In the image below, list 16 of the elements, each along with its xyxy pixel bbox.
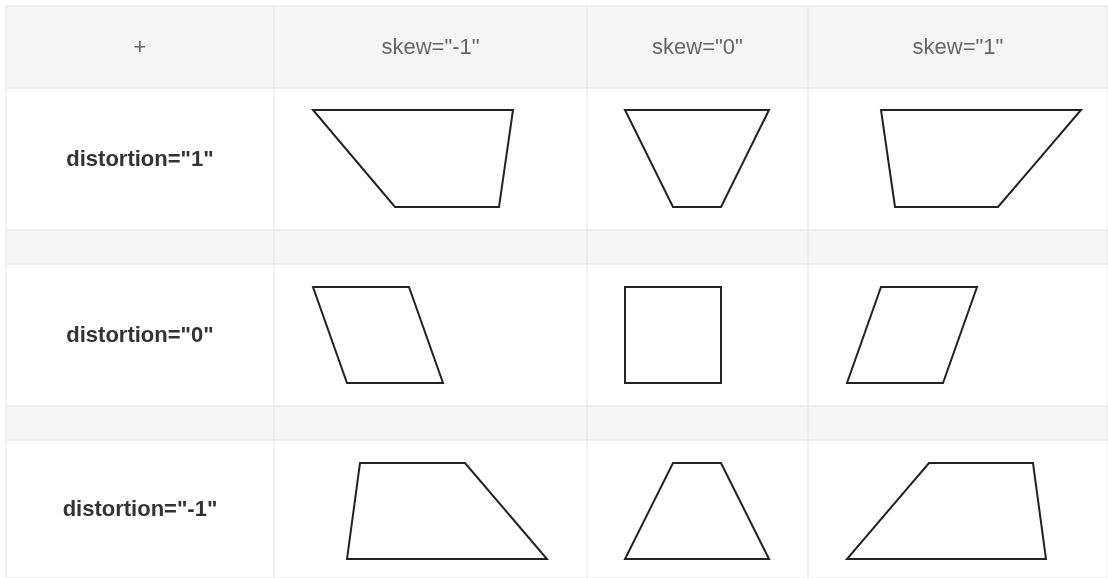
column-header: skew="0" xyxy=(652,34,743,60)
parallelogram-shape xyxy=(311,286,445,384)
trapezoid-shape xyxy=(623,462,771,560)
trapezoid-shape xyxy=(310,109,515,208)
trapezoid-shape xyxy=(345,462,550,560)
column-header: skew="-1" xyxy=(381,34,480,60)
trapezoid-shape xyxy=(879,109,1084,208)
corner-mark: + xyxy=(133,34,147,60)
parallelogram-shape xyxy=(845,286,979,384)
row-header: distortion="-1" xyxy=(62,496,218,522)
column-header: skew="1" xyxy=(912,34,1004,60)
trapezoid-shape xyxy=(623,109,771,208)
square-shape xyxy=(624,286,722,384)
row-header: distortion="1" xyxy=(66,146,214,172)
row-header: distortion="0" xyxy=(66,322,214,348)
trapezoid-shape xyxy=(844,462,1048,560)
